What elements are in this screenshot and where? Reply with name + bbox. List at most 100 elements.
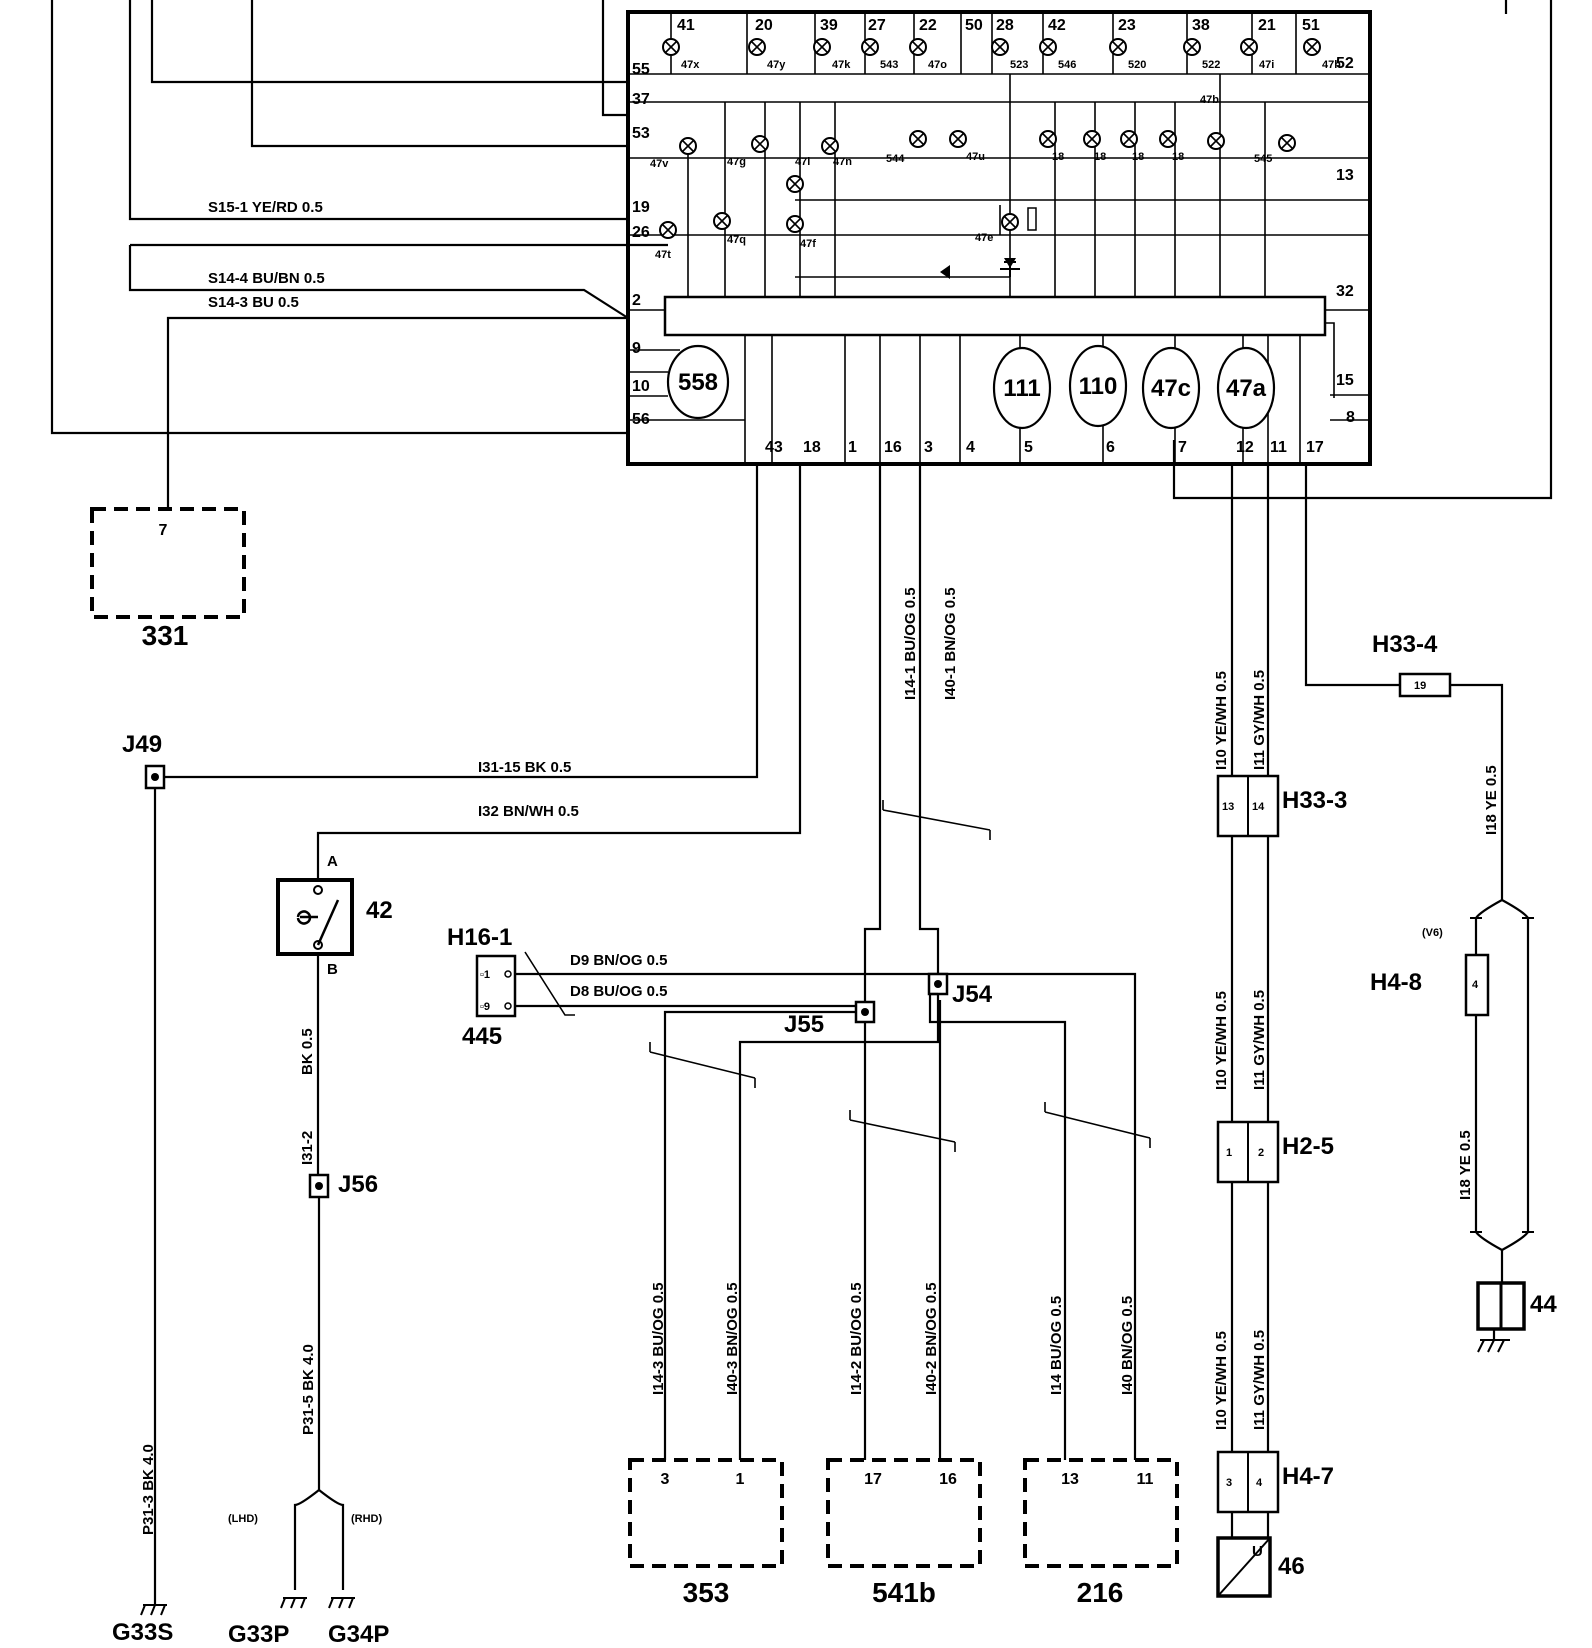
wire-s15-1: S15-1 YE/RD 0.5 [208, 199, 323, 216]
pin-37: 37 [632, 91, 650, 108]
lamp-icon: 18 [1159, 130, 1184, 163]
rhd-label: (RHD) [351, 1513, 382, 1525]
H2-5-pin: 2 [1258, 1147, 1264, 1159]
H33-3-label: H33-3 [1282, 787, 1347, 814]
wire-i14-3: I14-3 BU/OG 0.5 [650, 1282, 667, 1395]
pin-55: 55 [632, 61, 650, 78]
lamp-icon: 47x [662, 38, 700, 71]
wire-i11-top: I11 GY/WH 0.5 [1251, 670, 1268, 770]
lamp-label: 47y [767, 59, 786, 71]
lamp-label: 520 [1128, 59, 1146, 71]
module-216-label: 216 [1077, 1577, 1124, 1608]
module-216-pin-11: 11 [1137, 1471, 1154, 1488]
wire-i10-low: I10 YE/WH 0.5 [1213, 1331, 1230, 1430]
lamp-label: 47e [975, 232, 993, 244]
gauge-47a-label: 47a [1226, 375, 1267, 402]
lamp-label: 47x [681, 59, 700, 71]
H2-5-pin: 1 [1226, 1147, 1232, 1159]
J55-label: J55 [784, 1011, 824, 1038]
lamp-icon: 520 [1109, 38, 1146, 71]
lamp-icon: 47v [650, 137, 697, 170]
H33-4-label: H33-4 [1372, 631, 1438, 658]
wire-i10-mid: I10 YE/WH 0.5 [1213, 991, 1230, 1090]
pin-5: 5 [1024, 439, 1033, 456]
module-541b-pin-17: 17 [864, 1471, 882, 1488]
pin-12: 12 [1236, 439, 1254, 456]
wire-p31-5: P31-5 BK 4.0 [300, 1344, 317, 1435]
wire-i40-1: I40-1 BN/OG 0.5 [942, 587, 959, 700]
lamp-label: 523 [1010, 59, 1028, 71]
pin-6: 6 [1106, 439, 1115, 456]
lamp-label: 47o [928, 59, 947, 71]
horn-circuit: H33-4 19 I18 YE 0.5 (V6) 4 H4-8 I18 YE 0… [1304, 464, 1557, 1353]
wire-i14-1: I14-1 BU/OG 0.5 [902, 587, 919, 700]
lamp-icon: 18 [1039, 130, 1064, 163]
lamp-icon: 18 [1083, 130, 1106, 163]
diode-icon [940, 265, 950, 279]
speed-sensor-circuit: I10 YE/WH 0.5 I11 GY/WH 0.5 13 14 H33-3 … [1213, 464, 1347, 1598]
ground-G33S: G33S [112, 1619, 173, 1646]
wire-i10-top: I10 YE/WH 0.5 [1213, 671, 1230, 770]
J56-label: J56 [338, 1171, 378, 1198]
lamp-label: 47q [727, 234, 746, 246]
component-331: 7 331 [90, 507, 246, 651]
top-pin-51: 51 [1302, 17, 1320, 34]
ground-icon [280, 1597, 307, 1609]
lamp-label: 546 [1058, 59, 1076, 71]
pin-43: 43 [765, 439, 783, 456]
pin-3: 3 [924, 439, 933, 456]
wire-s14-4: S14-4 BU/BN 0.5 [208, 270, 325, 287]
gauge-558 [666, 344, 730, 420]
lamp-icon: 47g [727, 135, 769, 168]
lamp-icon: 47t [655, 221, 677, 261]
H16-1-connector [475, 954, 517, 1018]
external-wires [50, 0, 1553, 509]
top-pin-21: 21 [1258, 17, 1276, 34]
lamp-label: 47t [655, 249, 671, 261]
top-pin-22: 22 [919, 17, 937, 34]
pin-15: 15 [1336, 372, 1354, 389]
module-353-pin-3: 3 [661, 1471, 670, 1488]
pin-9: 9 [632, 340, 641, 357]
instrument-cluster [626, 10, 1372, 466]
wire-d9: D9 BN/OG 0.5 [570, 952, 668, 969]
pin-56: 56 [632, 411, 650, 428]
lamp-icon: 47q [713, 212, 746, 246]
lamp-icon: 543 [861, 38, 898, 71]
lamp-icon: 47h [1303, 38, 1341, 71]
H4-8-label: H4-8 [1370, 969, 1422, 996]
H4-7-pin: 3 [1226, 1477, 1232, 1489]
switch-42-pin-b: B [327, 961, 338, 978]
pin-8: 8 [1346, 409, 1355, 426]
gauges: 558 111 110 47c 47a [666, 207, 1276, 430]
lamp-icon: 522 [1183, 38, 1220, 71]
pin-2: 2 [632, 292, 641, 309]
bottom-pin-labels: 43 18 1 16 3 4 5 6 7 12 11 17 [765, 439, 1324, 456]
resistor-icon [1027, 207, 1037, 231]
gauge-110-label: 110 [1079, 373, 1118, 400]
H33-3-pin: 13 [1222, 801, 1234, 813]
H16-pin: ▫9 [480, 1001, 490, 1013]
lamp-label: 47n [833, 156, 852, 168]
module-353-pin-1: 1 [736, 1471, 745, 1488]
lamp-label: 18 [1172, 151, 1184, 163]
top-pin-20: 20 [755, 17, 773, 34]
ground-icon [328, 1597, 355, 1609]
lamp-label: 47h [1322, 59, 1341, 71]
right-pin-labels: 52 13 32 15 8 [1336, 55, 1355, 426]
lamp-icon: 18 [1120, 130, 1144, 163]
lamp-label: 47f [800, 238, 816, 250]
pin-32: 32 [1336, 283, 1354, 300]
pin-16: 16 [884, 439, 902, 456]
switch-42-label: 42 [366, 897, 393, 924]
top-pin-41: 41 [677, 17, 695, 34]
pin-52: 52 [1336, 55, 1354, 72]
h16-circuit: H16-1 ▫1 ▫9 445 D9 BN/OG 0.5 D8 BU/OG 0.… [447, 464, 1151, 1460]
diode-icon [1004, 258, 1016, 268]
component-445-label: 445 [462, 1023, 502, 1050]
gauge-47c-label: 47c [1151, 375, 1191, 402]
gauge-558-label: 558 [678, 369, 718, 396]
H2-5-label: H2-5 [1282, 1133, 1334, 1160]
horn-44-label: 44 [1530, 1291, 1557, 1318]
